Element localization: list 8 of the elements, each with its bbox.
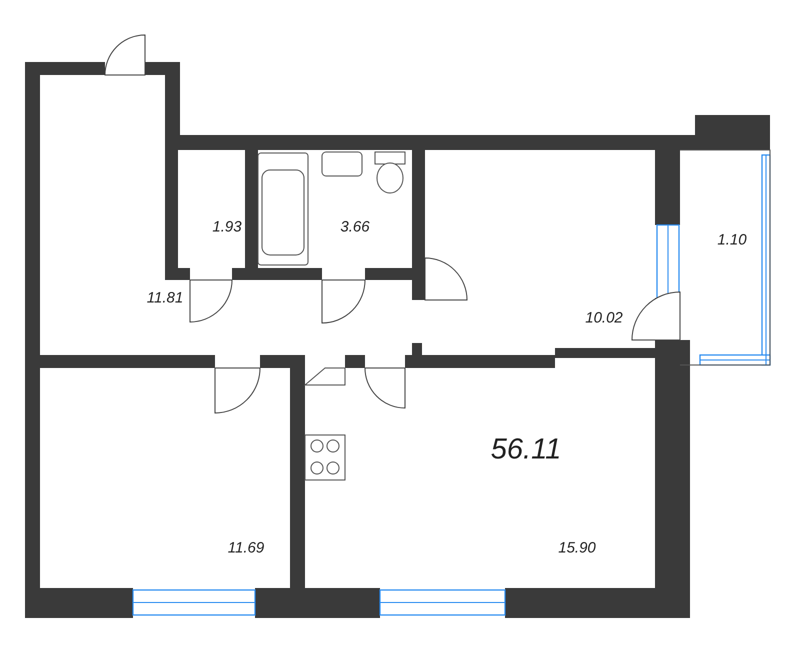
room-area-label: 3.66 — [340, 218, 370, 236]
room-area-label: 11.69 — [228, 540, 264, 556]
total-area-label: 56.11 — [490, 434, 562, 466]
room-area-label: 10.02 — [585, 310, 623, 326]
room-area-label: 1.93 — [212, 218, 242, 236]
room-area-label: 15.90 — [558, 540, 596, 556]
room-area-label: 11.81 — [146, 290, 184, 306]
room-area-label: 1.10 — [717, 232, 747, 248]
